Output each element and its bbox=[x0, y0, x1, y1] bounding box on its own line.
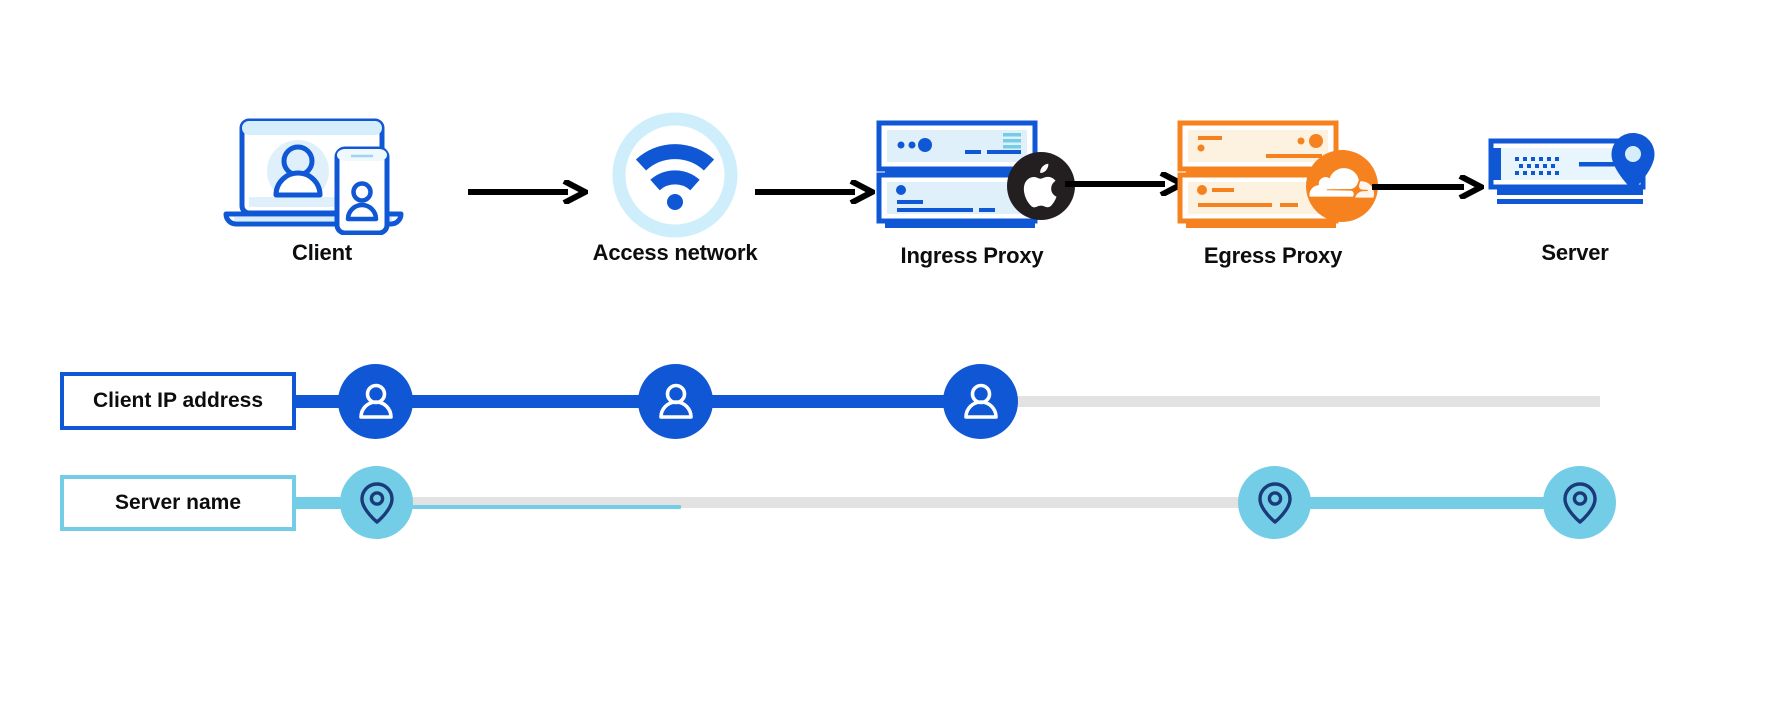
node-label-server: Server bbox=[1541, 240, 1609, 265]
node-ingress-proxy: Ingress Proxy bbox=[857, 110, 1087, 269]
arrow-right-icon bbox=[755, 180, 875, 204]
person-icon bbox=[658, 383, 693, 419]
node-label-client: Client bbox=[292, 240, 352, 265]
lane-client-ip-marker-access-network bbox=[638, 364, 713, 439]
location-pin-icon bbox=[359, 481, 394, 524]
node-egress-proxy: Egress Proxy bbox=[1158, 110, 1388, 269]
lane-client-ip-marker-ingress-proxy bbox=[943, 364, 1018, 439]
person-icon bbox=[358, 383, 393, 419]
location-pin-icon bbox=[1562, 481, 1597, 524]
cloudflare-logo-badge bbox=[1306, 150, 1378, 222]
server-stack-blue-icon bbox=[876, 120, 1038, 228]
node-label-ingress-proxy: Ingress Proxy bbox=[900, 243, 1044, 268]
node-server: Server bbox=[1460, 110, 1690, 266]
lane-label-server-name-text: Server name bbox=[114, 491, 242, 514]
arrow-client-to-access-network bbox=[468, 180, 588, 204]
arrow-right-icon bbox=[1372, 175, 1484, 199]
arrow-access-network-to-ingress-proxy bbox=[755, 180, 875, 204]
arrow-right-icon bbox=[468, 180, 588, 204]
ingress-proxy-icon-art bbox=[857, 110, 1087, 240]
lane-client-ip-inactive-track bbox=[980, 396, 1600, 407]
laptop-and-phone-user-icon bbox=[223, 118, 403, 235]
client-icon-art bbox=[207, 110, 437, 240]
person-icon bbox=[963, 383, 998, 419]
server-with-location-pin-icon bbox=[1488, 133, 1655, 204]
lane-label-client-ip-address-text: Client IP address bbox=[92, 389, 263, 412]
apple-logo-badge bbox=[1007, 152, 1075, 220]
lane-label-server-name: Server name bbox=[60, 475, 296, 531]
lane-server-name-marker-server bbox=[1543, 466, 1616, 539]
lane-label-client-ip-address: Client IP address bbox=[60, 372, 296, 430]
apple-logo-icon bbox=[1007, 152, 1075, 220]
access-network-icon-art bbox=[560, 110, 790, 240]
egress-proxy-icon-art bbox=[1158, 110, 1388, 240]
lane-server-name-faint-track bbox=[396, 505, 681, 509]
node-client: Client bbox=[207, 110, 437, 266]
location-pin-icon bbox=[1257, 481, 1292, 524]
lane-server-name-marker-egress-proxy bbox=[1238, 466, 1311, 539]
wifi-circle-icon bbox=[612, 112, 738, 238]
node-label-access-network: Access network bbox=[592, 240, 758, 265]
arrow-egress-proxy-to-server bbox=[1372, 175, 1484, 199]
lane-client-ip-active-track bbox=[280, 395, 985, 408]
lane-client-ip-marker-client bbox=[338, 364, 413, 439]
lane-server-name-active-track-right bbox=[1255, 497, 1585, 509]
node-label-egress-proxy: Egress Proxy bbox=[1203, 243, 1343, 268]
lane-server-name-inactive-track bbox=[396, 497, 1276, 508]
lane-server-name-marker-client bbox=[340, 466, 413, 539]
node-access-network: Access network bbox=[560, 110, 790, 266]
cloudflare-logo-icon bbox=[1306, 150, 1378, 222]
server-icon-art bbox=[1460, 110, 1690, 240]
